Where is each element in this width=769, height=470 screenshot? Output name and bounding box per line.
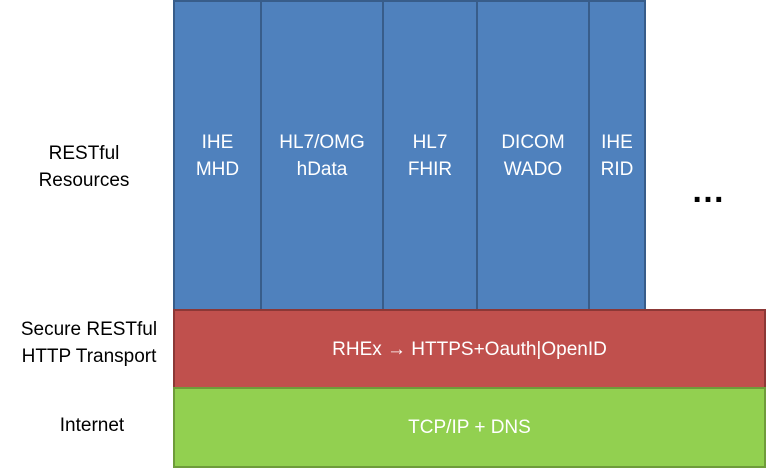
resource-ihe-rid: IHE RID	[588, 0, 646, 311]
label-restful-resources: RESTful Resources	[38, 143, 130, 191]
internet-layer: TCP/IP + DNS	[173, 387, 766, 468]
label-secure-transport: Secure RESTful HTTP Transport	[20, 319, 158, 367]
resource-hl7-fhir: HL7 FHIR	[382, 0, 478, 311]
resource-ihe-mhd: IHE MHD	[173, 0, 262, 311]
resource-dicom-wado: DICOM WADO	[476, 0, 590, 311]
transport-layer: RHEx → HTTPS+Oauth|OpenID	[173, 309, 766, 389]
label-internet: Internet	[59, 415, 125, 436]
resource-hl7-omg-hdata: HL7/OMG hData	[260, 0, 384, 311]
more-resources-ellipsis: …	[691, 172, 727, 210]
